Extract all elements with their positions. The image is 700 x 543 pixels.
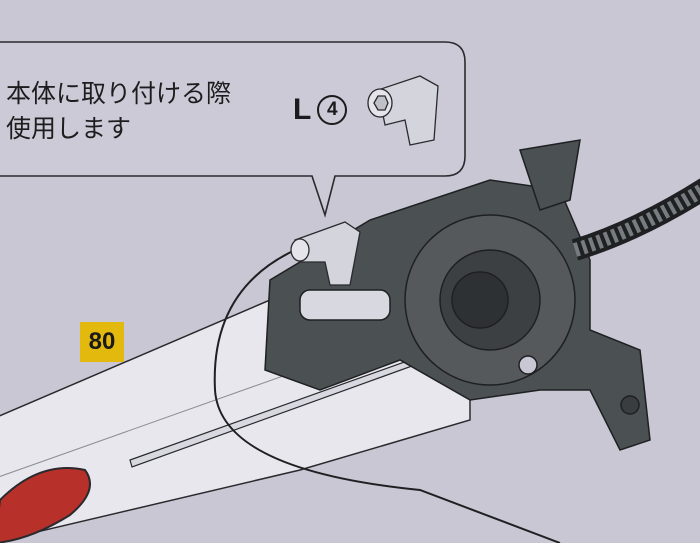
part-l4-attached (290, 221, 361, 286)
note-line-1: 本体に取り付ける際 (6, 79, 232, 108)
step-badge: 80 (80, 322, 124, 362)
note-line-2: 使用します (6, 114, 132, 143)
part-l4-icon (367, 75, 439, 146)
gunblade-body (264, 139, 651, 451)
part-reference: L 4 (293, 93, 348, 127)
part-letter: L (293, 93, 312, 126)
cord (213, 249, 561, 543)
callout-note: 本体に取り付ける際 使用します (6, 76, 231, 146)
part-number-circled: 4 (317, 95, 348, 125)
red-gem (0, 467, 91, 543)
callout-bubble (0, 41, 466, 218)
